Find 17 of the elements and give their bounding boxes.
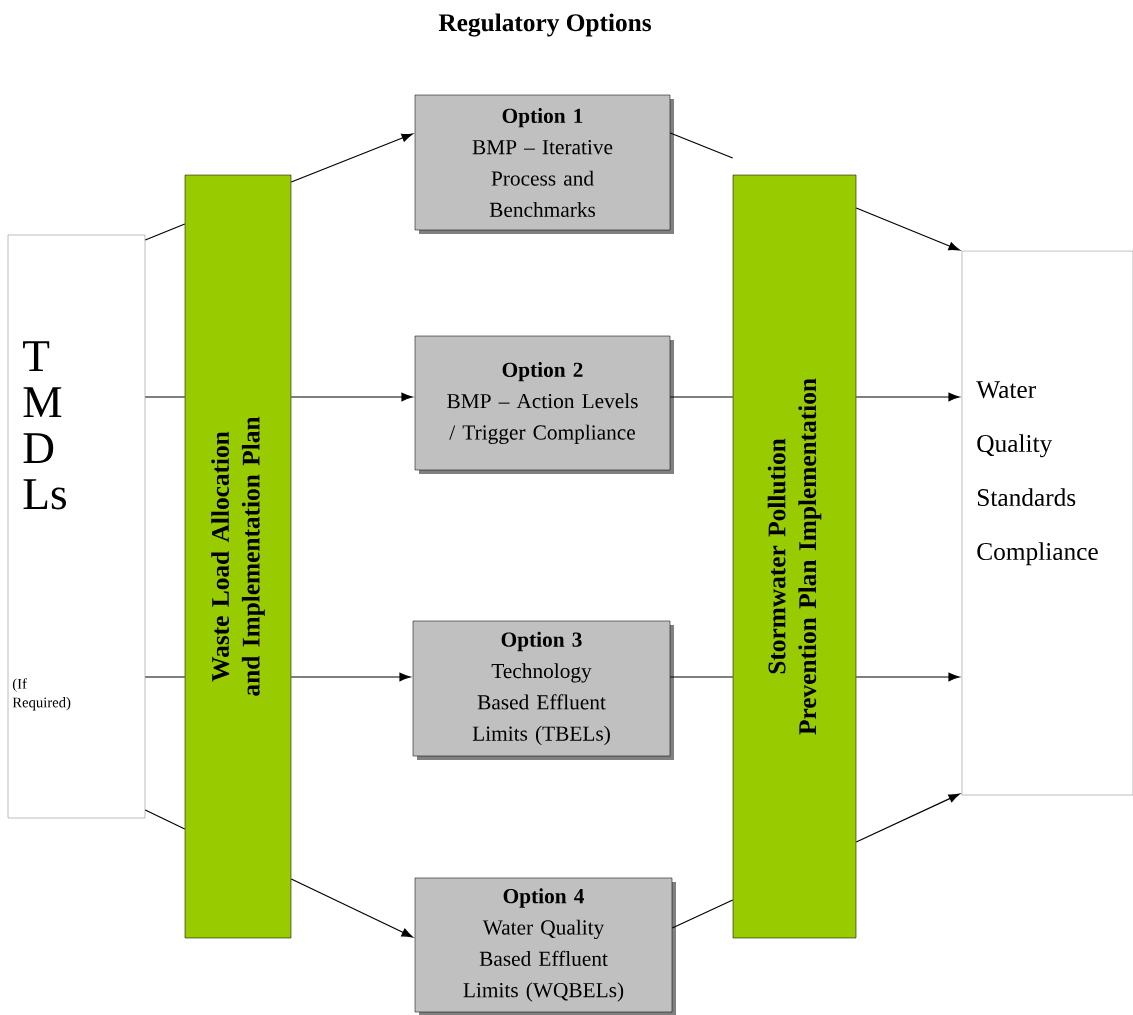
arrow [855,392,960,402]
arrow [290,133,413,183]
option-box: Option 2 BMP – Action Levels / Trigger Compliance [414,335,674,474]
text-box: T M D Ls (If Required) [7,234,146,819]
arrow [855,672,960,682]
title: Regulatory Options [438,13,651,37]
arrow [290,672,411,682]
option-box: Option 3 Technology Based Effluent Limits (TBELs) [412,620,674,760]
option-box: Option 1 BMP – Iterative Process and Benchmarks [414,94,674,234]
text-box: Water Quality Standards Compliance [961,250,1133,796]
arrow [855,793,960,843]
arrow [290,392,413,402]
arrow [855,207,960,251]
vertical-bar: Waste Load Allocation and Implementation Plan [184,174,292,939]
option-box: Option 4 Water Quality Based Effluent Limits (WQBELs) [414,877,676,1015]
arrow [290,878,413,938]
vertical-bar: Stormwater Pollution Prevention Plan Implementation [732,174,857,939]
